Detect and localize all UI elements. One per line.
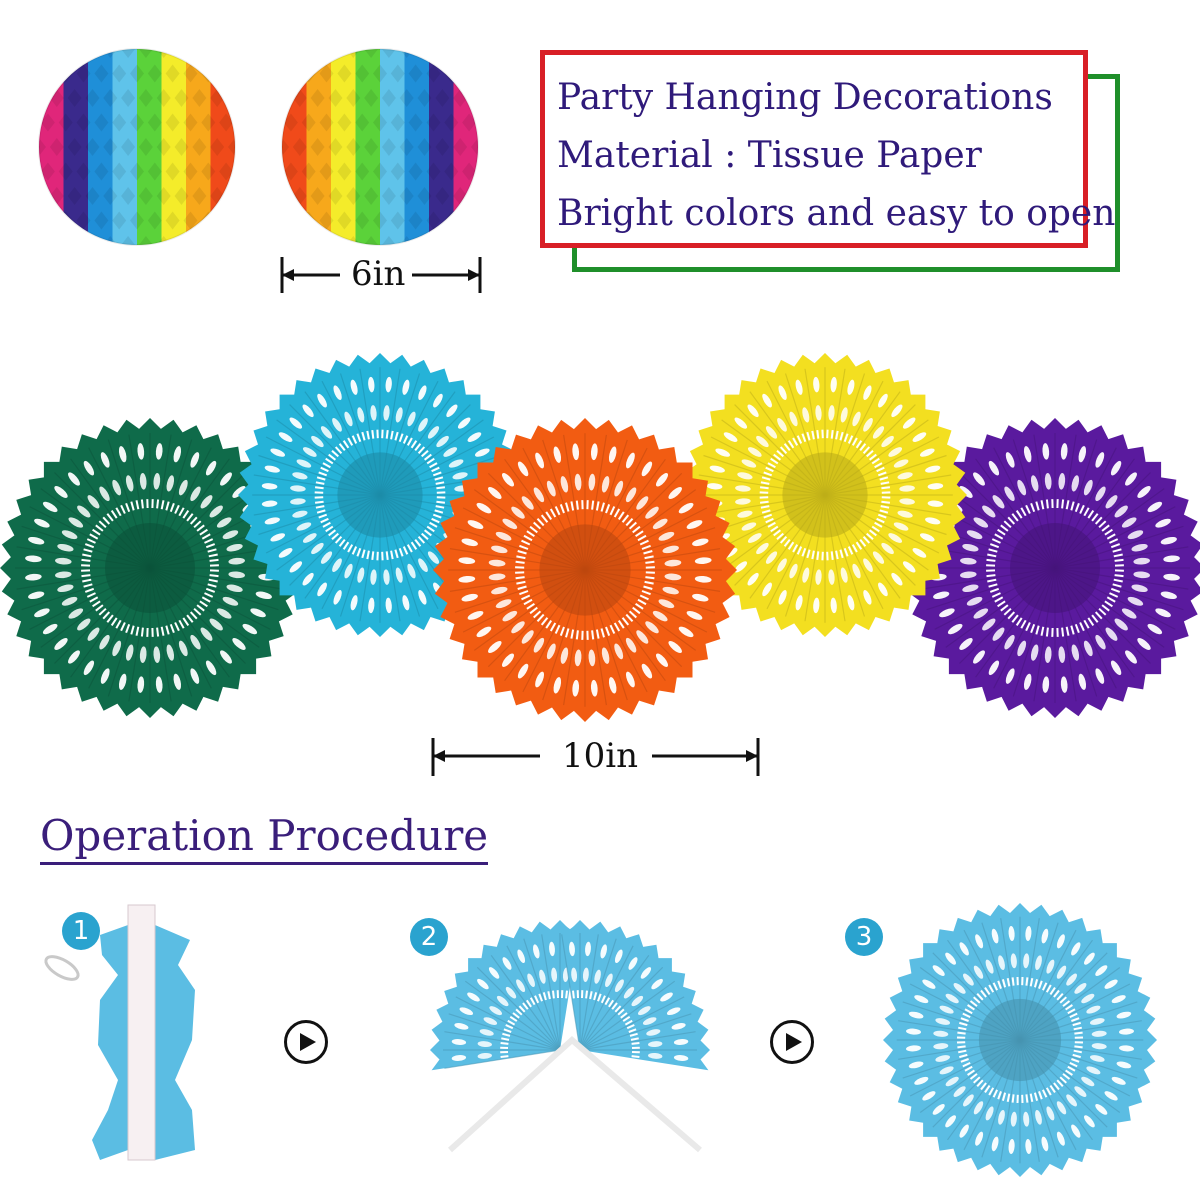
procedure-heading: Operation Procedure	[40, 812, 489, 865]
step-2-badge: 2	[410, 918, 448, 956]
step-1-folded-fan	[44, 904, 195, 1161]
info-box: Party Hanging Decorations Material : Tis…	[540, 50, 1115, 248]
next-arrow-icon	[770, 1020, 814, 1064]
step-2-fan-left	[430, 920, 581, 1071]
step-2-half-open-fan	[430, 920, 710, 1153]
fan-purple	[905, 418, 1200, 718]
fan-yellow	[683, 353, 967, 637]
info-line-material: Material : Tissue Paper	[557, 135, 982, 176]
step-2-fan-right	[559, 920, 710, 1071]
step-1-badge: 1	[62, 912, 100, 950]
step-3-badge: 3	[845, 918, 883, 956]
ball-size-label: 6in	[345, 254, 412, 294]
fan-orange	[433, 418, 737, 722]
info-line-feature: Bright colors and easy to open	[557, 193, 1116, 234]
step-3-fan	[883, 903, 1157, 1177]
ball-right	[281, 48, 479, 246]
next-arrow-icon	[284, 1020, 328, 1064]
fan-size-label: 10in	[556, 736, 645, 776]
step-3-open-fan	[883, 903, 1157, 1177]
honeycomb-balls	[38, 48, 479, 246]
paper-fans	[0, 353, 1200, 722]
ball-left	[38, 48, 236, 246]
fan-green	[0, 418, 300, 718]
info-line-title: Party Hanging Decorations	[557, 77, 1053, 118]
fan-dimension-line	[431, 738, 760, 776]
ball-dimension-line	[280, 257, 482, 293]
